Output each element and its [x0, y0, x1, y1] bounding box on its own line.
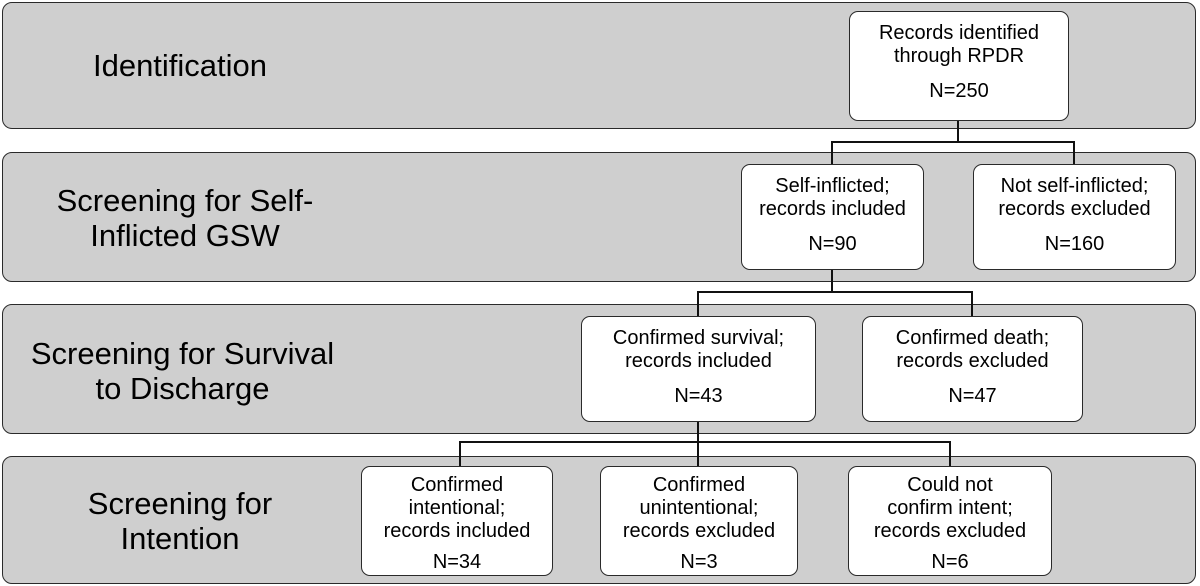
band-label-line: Inflicted GSW [90, 218, 280, 253]
node-text: records excluded [873, 520, 1027, 542]
node-text: records included [625, 350, 772, 372]
node-count: N=6 [931, 551, 969, 573]
node-text: Confirmed death; [895, 327, 1050, 349]
node-confirmed-death-excluded: Confirmed death; records excluded N=47 [862, 316, 1083, 422]
node-text: records included [383, 520, 531, 542]
node-text: through RPDR [893, 45, 1025, 67]
node-count: N=250 [929, 80, 989, 102]
node-confirmed-survival-included: Confirmed survival; records included N=4… [581, 316, 816, 422]
node-text: Self-inflicted; [775, 175, 890, 197]
node-records-identified: Records identified through RPDR N=250 [849, 11, 1069, 121]
band-label-identification: Identification [40, 48, 320, 83]
band-label-line: Identification [92, 48, 268, 83]
node-text: intentional; [408, 497, 506, 519]
node-text: records excluded [622, 520, 776, 542]
band-label-line: Intention [120, 521, 240, 556]
node-count: N=47 [948, 385, 997, 407]
node-text: records included [759, 198, 906, 220]
node-count: N=3 [680, 551, 718, 573]
node-text: Not self-inflicted; [1000, 175, 1149, 197]
band-label-line: Screening for Self- [56, 183, 314, 218]
node-text: Confirmed [410, 474, 504, 496]
node-text: unintentional; [639, 497, 759, 519]
node-text: records excluded [998, 198, 1151, 220]
node-count: N=160 [1044, 233, 1105, 255]
band-label-line: to Discharge [95, 371, 270, 406]
node-text: Confirmed [652, 474, 746, 496]
node-text: Records identified [878, 22, 1040, 44]
band-label-self-inflicted: Screening for Self- Inflicted GSW [20, 183, 350, 253]
node-count: N=43 [674, 385, 723, 407]
node-text: records excluded [896, 350, 1049, 372]
node-confirmed-unintentional-excluded: Confirmed unintentional; records exclude… [600, 466, 798, 576]
node-text: Confirmed survival; [612, 327, 785, 349]
node-count: N=34 [432, 551, 482, 573]
band-label-survival: Screening for Survival to Discharge [10, 336, 355, 406]
node-self-inflicted-included: Self-inflicted; records included N=90 [741, 164, 924, 270]
node-confirmed-intentional-included: Confirmed intentional; records included … [361, 466, 553, 576]
band-label-intention: Screening for Intention [40, 486, 320, 556]
node-text: confirm intent; [887, 497, 1013, 519]
node-not-self-inflicted-excluded: Not self-inflicted; records excluded N=1… [973, 164, 1176, 270]
node-count: N=90 [808, 233, 857, 255]
band-label-line: Screening for [87, 486, 273, 521]
band-label-line: Screening for Survival [30, 336, 335, 371]
node-could-not-confirm-excluded: Could not confirm intent; records exclud… [848, 466, 1052, 576]
node-text: Could not [907, 474, 993, 496]
